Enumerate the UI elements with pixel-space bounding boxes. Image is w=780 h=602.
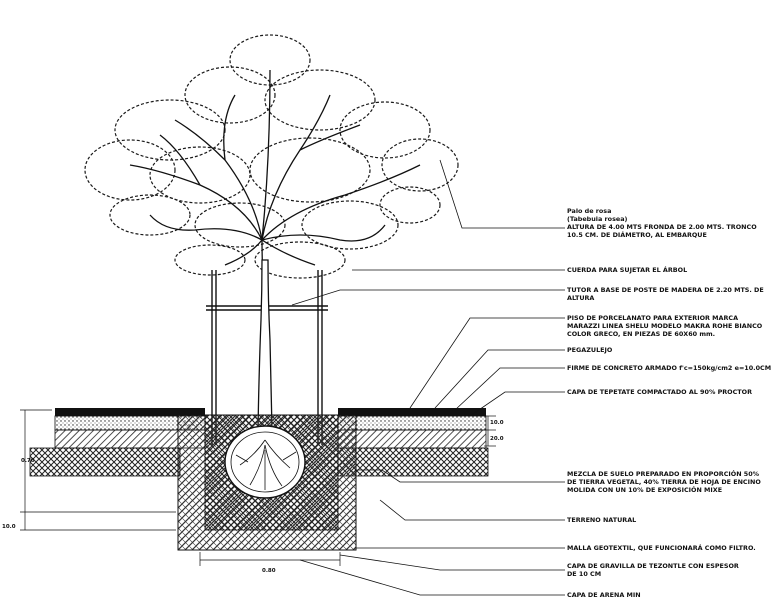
label-geotextile: MALLA GEOTEXTIL, QUE FUNCIONARÁ COMO FIL… (567, 543, 756, 552)
label-soil-1: MEZCLA DE SUELO PREPARADO EN PROPORCIÓN … (567, 469, 760, 478)
label-stake-1: TUTOR A BASE DE POSTE DE MADERA DE 2.20 … (567, 286, 764, 294)
label-tree-species: (Tabebuia rosea) (567, 215, 628, 223)
label-gravel-1: CAPA DE GRAVILLA DE TEZONTLE CON ESPESOR (567, 562, 739, 570)
dim-layer-b: 20.0 (490, 436, 504, 442)
dim-bottom: 10.0 (2, 524, 16, 530)
label-rope: CUERDA PARA SUJETAR EL ÁRBOL (567, 265, 687, 274)
leader-lines (291, 159, 565, 596)
label-stake-2: ALTURA (567, 294, 594, 302)
label-tile-2: MARAZZI LINEA SHELU MODELO MAKRA ROHE BI… (567, 322, 763, 330)
label-natural: TERRENO NATURAL (567, 516, 636, 524)
label-soil-3: MOLIDA CON UN 10% DE EXPOSICIÓN MIXE (567, 485, 722, 494)
label-gravel-2: DE 10 CM (567, 570, 601, 578)
label-tree-spec-2: 10.5 CM. DE DIÁMETRO, AL EMBARQUE (567, 230, 707, 239)
label-tile-3: COLOR GRECO, EN PIEZAS DE 60X60 mm. (567, 330, 715, 338)
label-soil-2: DE TIERRA VEGETAL, 40% TIERRA DE HOJA DE… (567, 478, 761, 486)
label-tile-1: PISO DE PORCELANATO PARA EXTERIOR MARCA (567, 314, 738, 322)
label-sand: CAPA DE ARENA MIN (567, 591, 641, 599)
tree-branches (129, 69, 421, 321)
dimension-lines (20, 409, 496, 566)
label-tree-name: Palo de rosa (567, 207, 611, 215)
tree-trunk (257, 259, 273, 431)
label-tepetate: CAPA DE TEPETATE COMPACTADO AL 90% PROCT… (567, 388, 752, 396)
dim-pit-width: 0.80 (262, 568, 276, 574)
label-tree-spec-1: ALTURA DE 4.00 MTS FRONDA DE 2.00 MTS. T… (567, 223, 757, 231)
annotations: Palo de rosa (Tabebuia rosea) ALTURA DE … (567, 207, 771, 599)
ground-section (29, 408, 489, 551)
label-adhesive: PEGAZULEJO (567, 346, 613, 354)
dim-layer-a: 10.0 (490, 420, 504, 426)
tree-canopy (84, 34, 459, 279)
label-concrete: FIRME DE CONCRETO ARMADO f'c=150kg/cm2 e… (567, 364, 771, 372)
dim-depth-total: 0.70 (21, 458, 35, 464)
